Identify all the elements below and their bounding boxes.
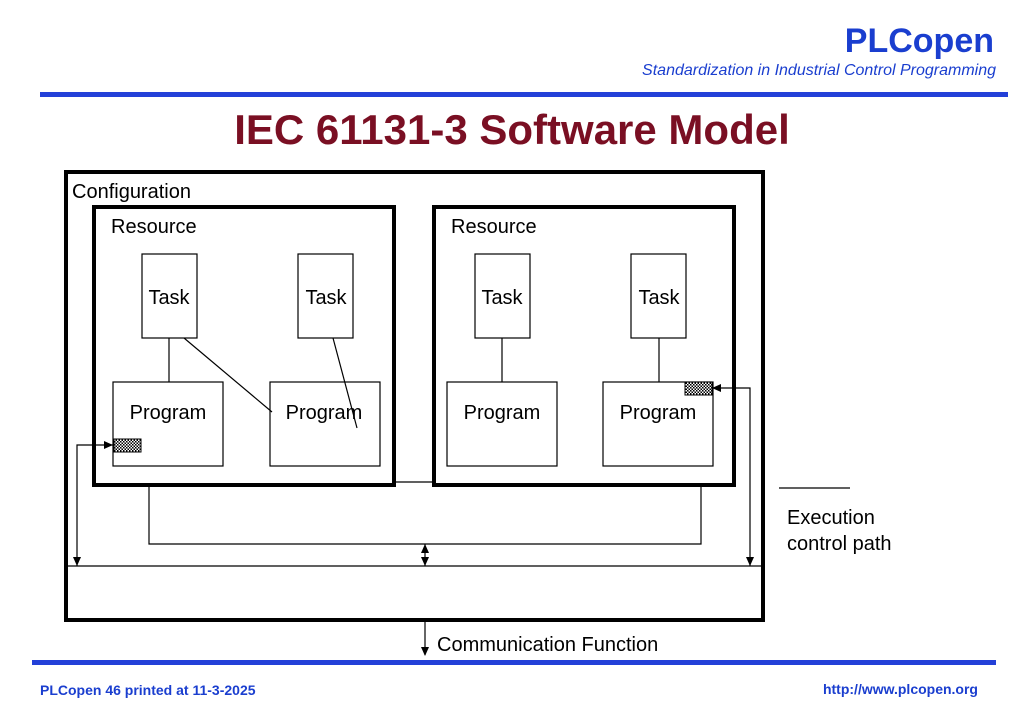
task-program-link-2 [183, 337, 273, 413]
left-access-arrowhead-down [73, 557, 81, 566]
task-box-1b [297, 253, 354, 339]
bus-band-arrowhead-down [421, 557, 429, 566]
legend-label-line2: control path [787, 533, 892, 555]
footer-left-text: PLCopen 46 printed at 11-3-2025 [40, 682, 256, 698]
brand-tagline: Standardization in Industrial Control Pr… [642, 62, 996, 79]
left-access-path [76, 444, 113, 566]
legend-label-line1: Execution [787, 507, 875, 529]
program-box-1b [269, 381, 381, 467]
program-box-2b [602, 381, 714, 467]
communication-function-label: Communication Function [437, 634, 658, 656]
function-block-hatch-1 [113, 438, 142, 453]
program-box-2a [446, 381, 558, 467]
task-label-1b: Task [305, 287, 347, 309]
task-label-2a: Task [481, 287, 523, 309]
resource-label-2: Resource [451, 216, 537, 238]
brand-logo: PLCopen [844, 22, 994, 60]
task-box-2a [474, 253, 531, 339]
program-label-2b: Program [620, 402, 697, 424]
header-divider [40, 92, 1008, 97]
program-label-2a: Program [464, 402, 541, 424]
task-box-1a [141, 253, 198, 339]
bus-band-arrowhead-up [421, 544, 429, 553]
configuration-label: Configuration [72, 181, 191, 203]
right-access-arrowhead-down [746, 557, 754, 566]
program-label-1b: Program [286, 402, 363, 424]
resource-box-1 [92, 205, 396, 487]
resource-label-1: Resource [111, 216, 197, 238]
communication-output-arrowhead [421, 647, 429, 656]
task-label-1a: Task [148, 287, 190, 309]
task-label-2b: Task [638, 287, 680, 309]
configuration-box [64, 170, 765, 622]
program-box-1a [112, 381, 224, 467]
communication-bus-frame [148, 485, 702, 545]
footer-divider [32, 660, 996, 665]
task-program-link-3 [332, 337, 358, 429]
resource-box-2 [432, 205, 736, 487]
left-access-arrowhead-right [104, 441, 113, 449]
right-access-arrowhead-left [712, 384, 721, 392]
right-access-path [712, 387, 751, 566]
program-label-1a: Program [130, 402, 207, 424]
function-block-hatch-2 [684, 381, 713, 396]
task-box-2b [630, 253, 687, 339]
slide-title: IEC 61131-3 Software Model [234, 106, 790, 153]
footer-url[interactable]: http://www.plcopen.org [822, 681, 978, 697]
